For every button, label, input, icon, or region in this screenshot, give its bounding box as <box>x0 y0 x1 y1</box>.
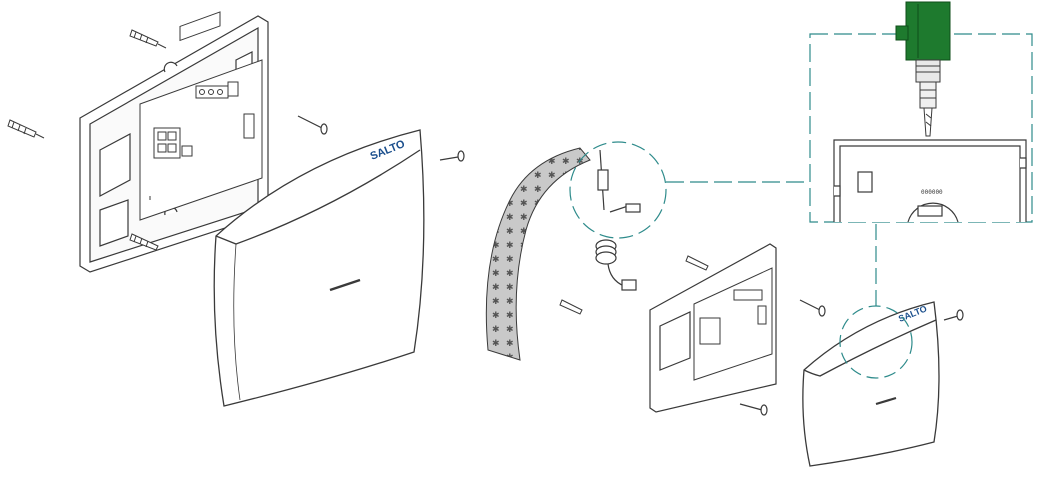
screw-icon <box>799 299 826 317</box>
wall-plug-icon <box>685 255 709 271</box>
screw-icon <box>739 403 768 416</box>
wall-plug-icon <box>559 299 583 315</box>
screw-icon <box>943 309 964 321</box>
wall-plug-icon <box>129 233 159 251</box>
wall-plug-icon <box>129 29 167 49</box>
front-cover-left <box>213 129 425 407</box>
screw-icon <box>439 150 465 162</box>
wall-plug-icon <box>7 119 45 139</box>
drill-icon <box>895 1 951 137</box>
circuit-board-right <box>693 267 773 381</box>
front-cover-right <box>802 301 940 467</box>
circuit-board-left <box>139 11 263 221</box>
zoom-circle-cable <box>569 141 667 239</box>
cover-cross-section: 000000 <box>833 139 1027 223</box>
cable-icon <box>595 149 641 291</box>
screw-icon <box>297 115 328 135</box>
small-label: 000000 <box>921 189 943 196</box>
wall-section <box>485 147 591 361</box>
